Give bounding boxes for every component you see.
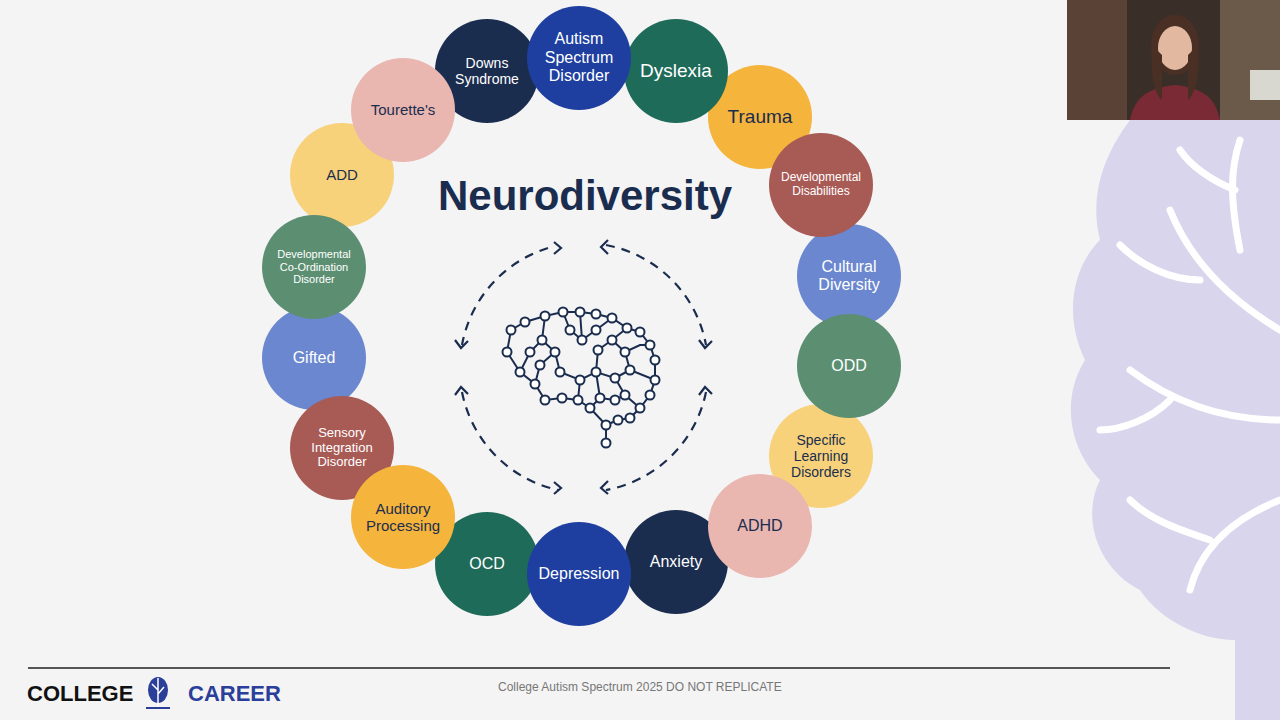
circle-label: Depression [539, 565, 620, 583]
circle-label: Auditory Processing [359, 500, 447, 535]
category-circle: Autism Spectrum Disorder [527, 6, 631, 110]
circle-label: ADD [326, 166, 358, 183]
circle-label: Developmental Disabilities [777, 171, 865, 199]
logo-word: COLLEGE [27, 681, 133, 707]
circle-label: Gifted [293, 349, 336, 367]
circle-label: Cultural Diversity [805, 258, 893, 295]
category-circle: Depression [527, 522, 631, 626]
brain-silhouette [1071, 120, 1280, 720]
footer-note: College Autism Spectrum 2025 DO NOT REPL… [498, 680, 782, 694]
brain-network-icon [503, 308, 660, 448]
circle-label: Developmental Co-Ordination Disorder [270, 248, 358, 286]
circle-label: Dyslexia [640, 60, 712, 82]
category-circle: Tourette's [351, 58, 455, 162]
circle-label: Sensory Integration Disorder [298, 426, 386, 471]
arrow-heads [455, 240, 712, 494]
category-circle: Developmental Co-Ordination Disorder [262, 215, 366, 319]
circle-label: Tourette's [371, 101, 436, 118]
category-circle: Gifted [262, 306, 366, 410]
category-circle: Developmental Disabilities [769, 133, 873, 237]
circle-label: OCD [469, 555, 505, 573]
category-circle: ADHD [708, 474, 812, 578]
category-circle: Auditory Processing [351, 465, 455, 569]
diagram-title: Neurodiversity [385, 172, 785, 220]
circle-label: ADHD [737, 517, 782, 535]
circle-label: Downs Syndrome [443, 55, 531, 87]
category-circle: ODD [797, 314, 901, 418]
category-circle: Dyslexia [624, 19, 728, 123]
footer-rule [28, 667, 1170, 669]
logo-tree [146, 677, 170, 708]
circle-label: Autism Spectrum Disorder [535, 30, 623, 85]
circle-label: Anxiety [650, 553, 702, 571]
circle-label: Specific Learning Disorders [777, 432, 865, 480]
webcam-inset [1067, 0, 1280, 120]
logo-word: CAREER [188, 681, 281, 707]
circle-label: ODD [831, 357, 867, 375]
cycle-arrows [462, 245, 706, 490]
circle-label: Trauma [728, 106, 793, 128]
category-circle: Cultural Diversity [797, 224, 901, 328]
